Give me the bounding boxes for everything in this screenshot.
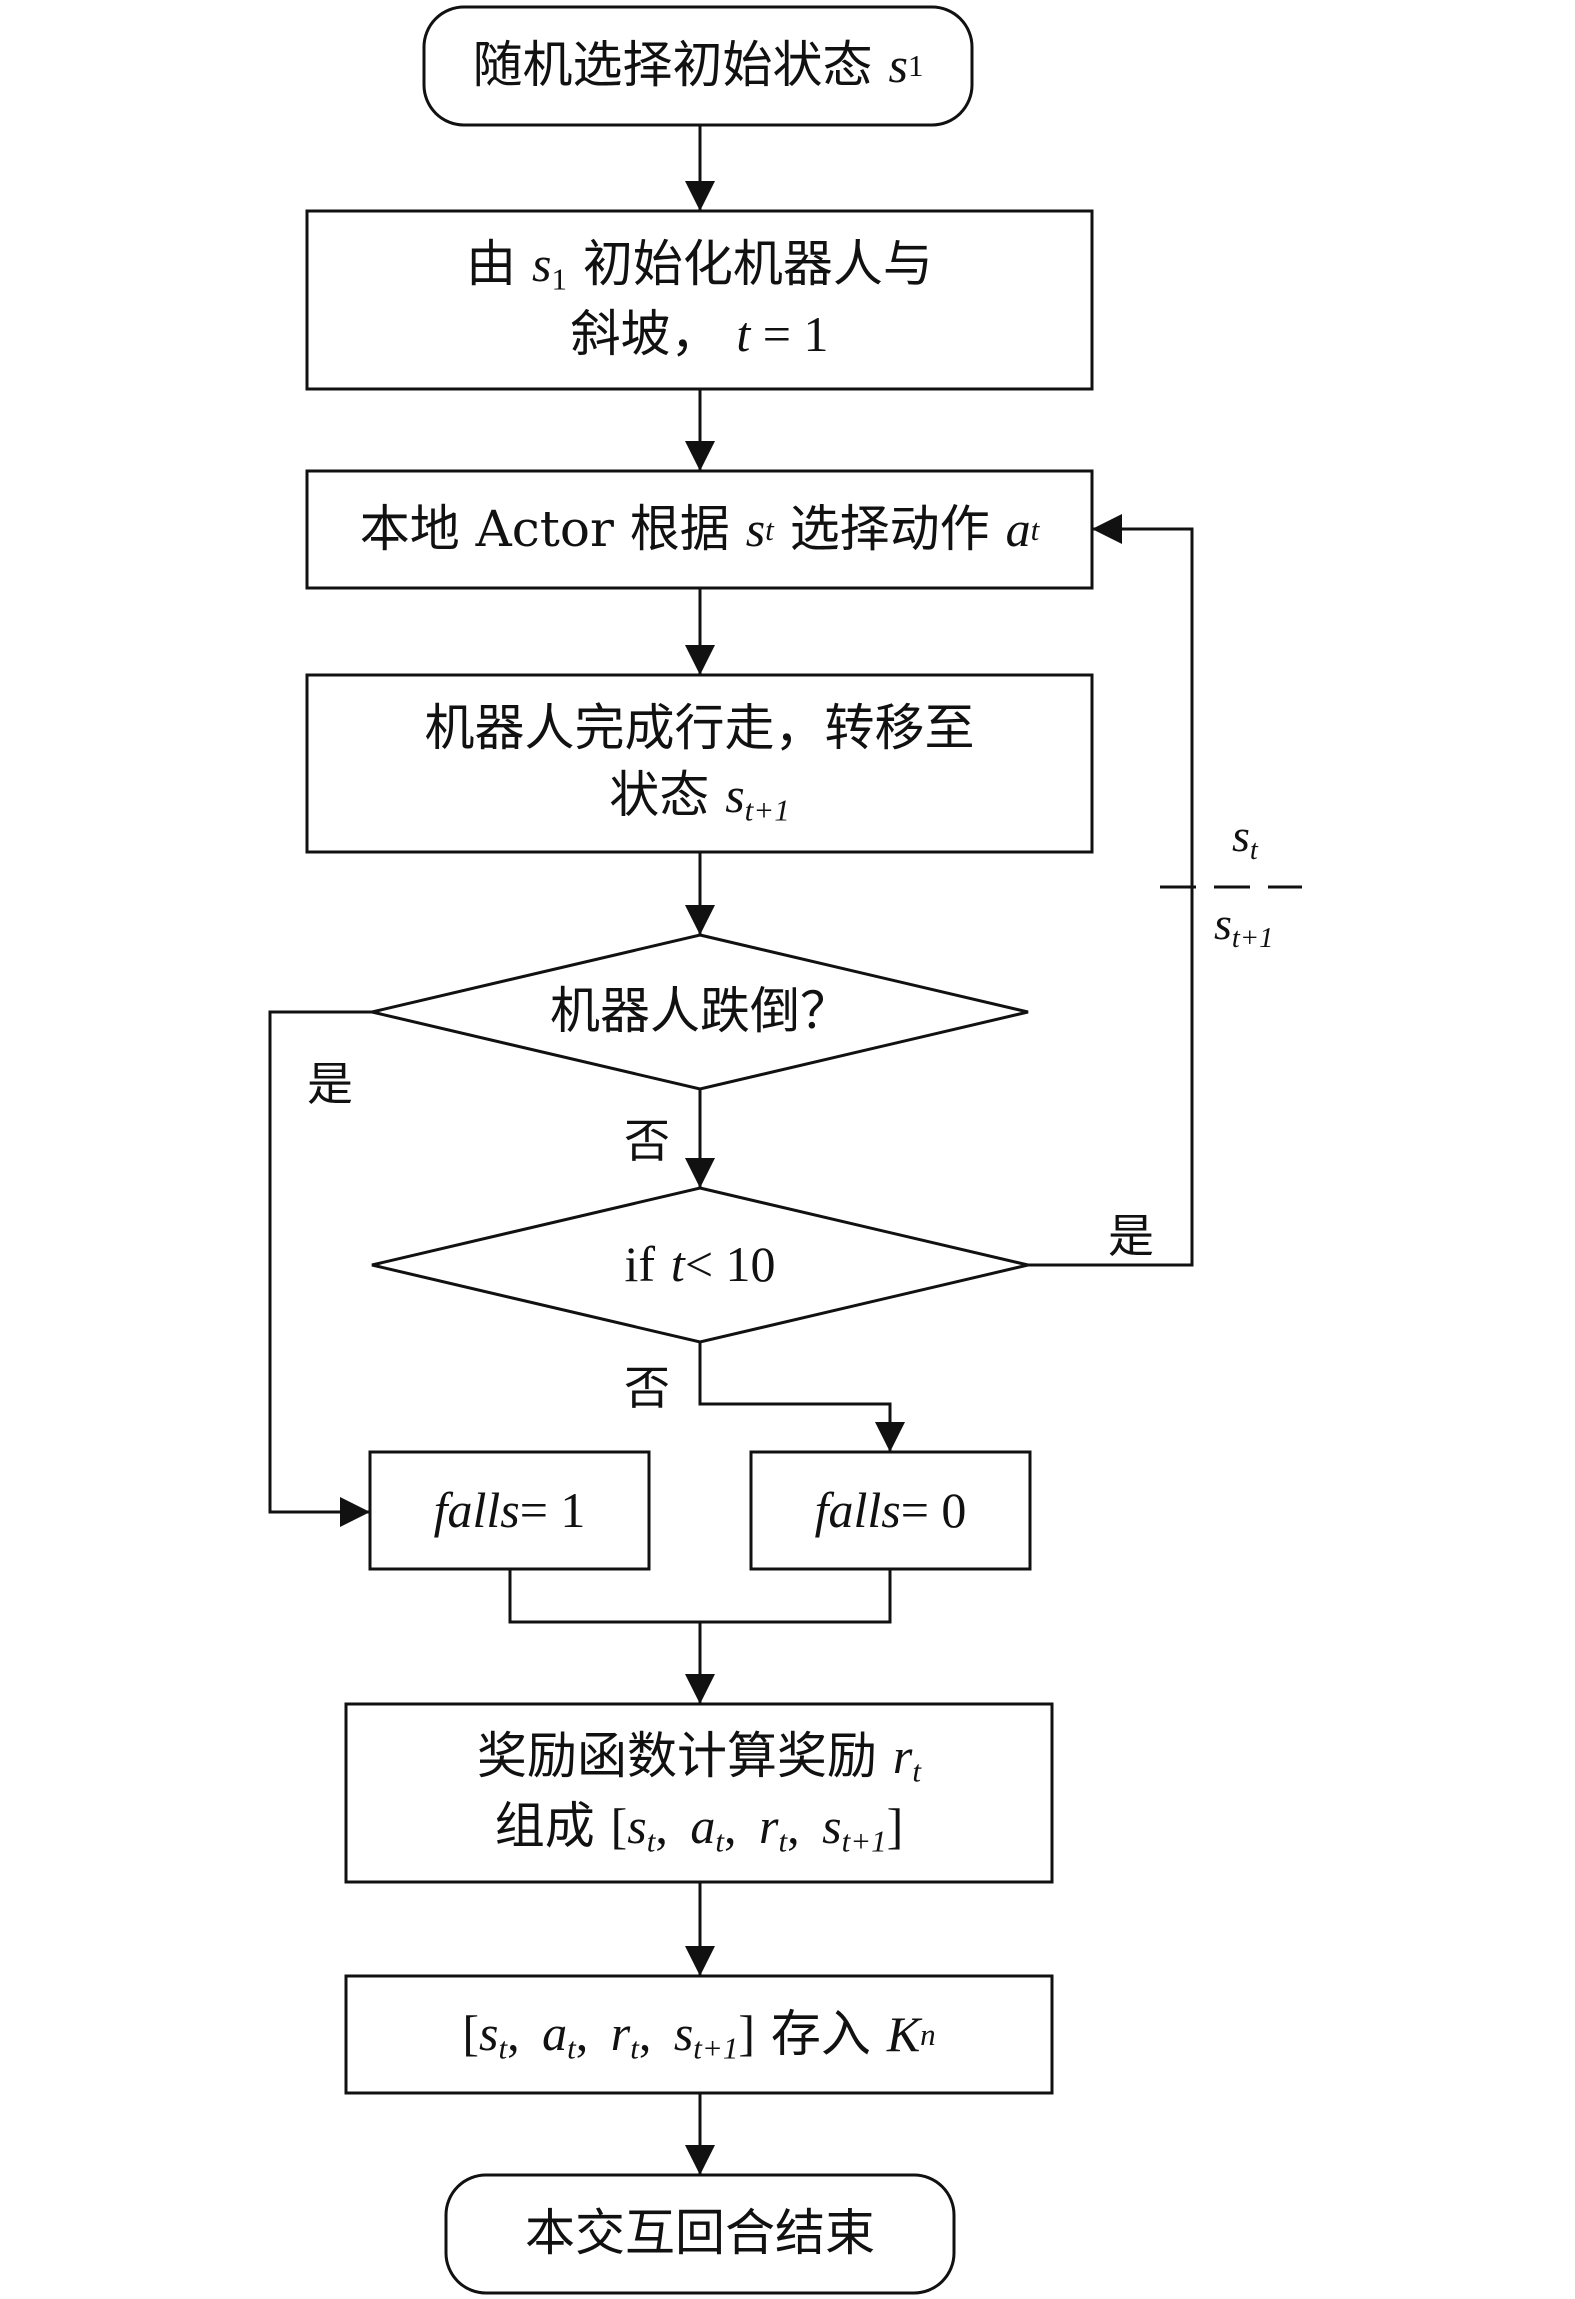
start-terminal: [422, 5, 974, 127]
reward-label: 奖励函数计算奖励 rt 组成 [st, at, rt, st+1]: [477, 1727, 921, 1859]
falls0-label: falls = 0: [814, 1481, 967, 1538]
loop-decision-label: if t < 10: [624, 1236, 776, 1293]
init-label: 由 s1 初始化机器人与 斜坡， t = 1: [466, 235, 933, 363]
fall-decision-label: 机器人跌倒？: [550, 982, 850, 1041]
store-tuple: [st, at, rt, st+1]: [462, 2004, 755, 2066]
end-label: 本交互回合结束: [525, 2204, 875, 2263]
feedback-state-top: st: [1232, 810, 1258, 866]
no-label-2: 否: [624, 1361, 670, 1415]
reward-tuple: [st, at, rt, st+1]: [610, 1798, 904, 1859]
walk-label: 机器人完成行走，转移至 状态 st+1: [424, 698, 975, 829]
falls1-label: falls = 1: [433, 1481, 586, 1538]
feedback-state-bottom: st+1: [1214, 898, 1274, 954]
yes-right-label: 是: [1108, 1209, 1154, 1263]
no-label-1: 否: [624, 1114, 670, 1168]
yes-left-label: 是: [307, 1057, 353, 1111]
